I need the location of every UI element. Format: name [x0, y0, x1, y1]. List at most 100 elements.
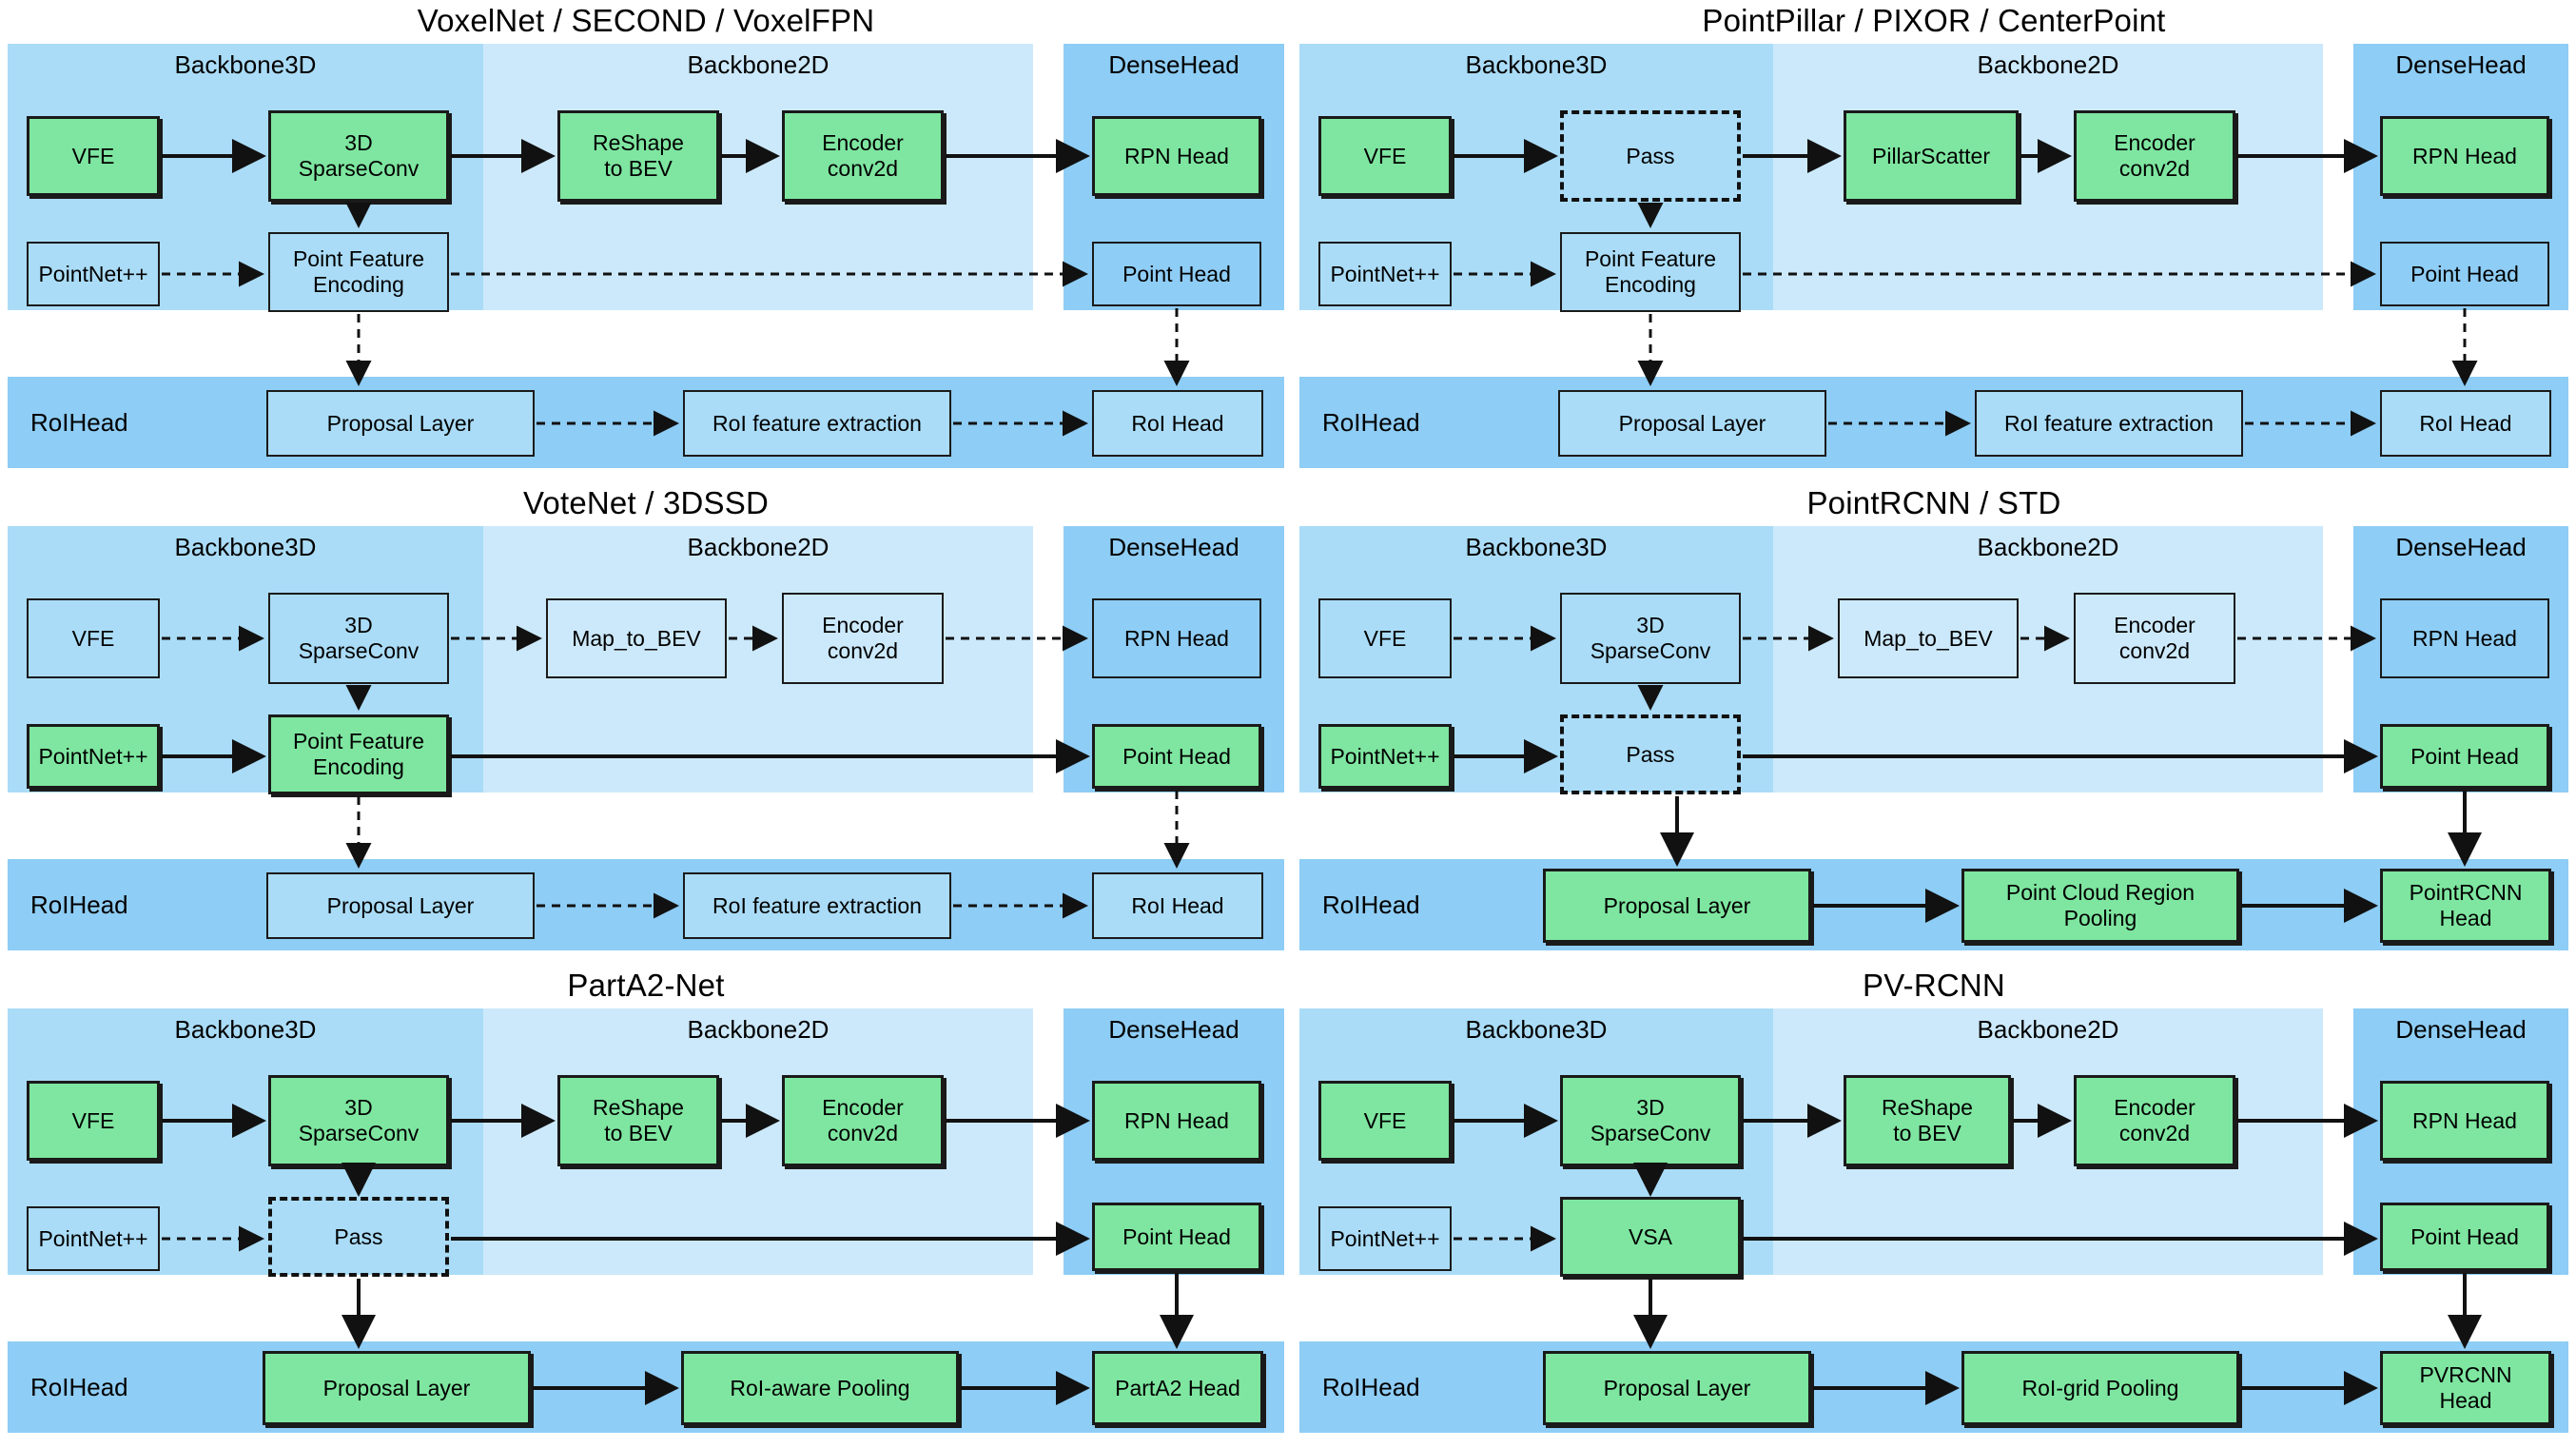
- panel-pointpillar: PointPillar / PIXOR / CenterPoint Backbo…: [1292, 0, 2576, 482]
- panel-title: PV-RCNN: [1863, 968, 2005, 1003]
- node-roi-head[interactable]: RoI Head: [1092, 872, 1263, 939]
- node-point-head[interactable]: Point Head: [1092, 724, 1261, 789]
- node-proposal-layer[interactable]: Proposal Layer: [1543, 1351, 1811, 1425]
- node-pointnetpp[interactable]: PointNet++: [27, 724, 160, 789]
- node-pointnetpp[interactable]: PointNet++: [27, 1206, 160, 1271]
- densehead-label: DenseHead: [2395, 1015, 2527, 1044]
- panel-pointrcnn: PointRCNN / STD Backbone3D Backbone2D De…: [1292, 482, 2576, 965]
- node-roi-head[interactable]: RoI Head: [2380, 390, 2551, 457]
- node-encoder-conv2d[interactable]: Encoder conv2d: [2074, 110, 2235, 202]
- node-vfe[interactable]: VFE: [27, 1081, 160, 1161]
- node-encoder-conv2d[interactable]: Encoder conv2d: [2074, 1075, 2235, 1166]
- node-proposal-layer[interactable]: Proposal Layer: [266, 872, 535, 939]
- node-vfe[interactable]: VFE: [1318, 116, 1452, 196]
- node-roi-feature-extraction[interactable]: RoI-grid Pooling: [1961, 1351, 2239, 1425]
- node-proposal-layer[interactable]: Proposal Layer: [1543, 869, 1811, 943]
- node-roi-head[interactable]: PVRCNN Head: [2380, 1351, 2551, 1425]
- node-rpn-head[interactable]: RPN Head: [1092, 1081, 1261, 1161]
- backbone2d-label: Backbone2D: [687, 50, 829, 79]
- node-proposal-layer[interactable]: Proposal Layer: [1558, 390, 1826, 457]
- connector-layer: [0, 965, 1292, 1448]
- node-encoder-conv2d[interactable]: Encoder conv2d: [782, 1075, 944, 1166]
- connector-layer: [1292, 482, 2576, 965]
- panel-votenet: VoteNet / 3DSSD Backbone3D Backbone2D De…: [0, 482, 1292, 965]
- backbone2d-label: Backbone2D: [1977, 533, 2119, 561]
- backbone2d-label: Backbone2D: [1977, 50, 2119, 79]
- node-rpn-head[interactable]: RPN Head: [2380, 1081, 2549, 1161]
- node-roi-feature-extraction[interactable]: RoI feature extraction: [683, 872, 951, 939]
- densehead-label: DenseHead: [1108, 1015, 1239, 1044]
- node-point-head[interactable]: Point Head: [1092, 1203, 1261, 1271]
- panel-title: PointPillar / PIXOR / CenterPoint: [1702, 3, 2166, 38]
- node-vfe[interactable]: VFE: [27, 116, 160, 196]
- node-point-feature-encoding[interactable]: Pass: [268, 1197, 449, 1277]
- node-map-to-bev[interactable]: ReShape to BEV: [1844, 1075, 2011, 1166]
- node-roi-feature-extraction[interactable]: RoI feature extraction: [683, 390, 951, 457]
- densehead-label: DenseHead: [2395, 50, 2527, 79]
- panel-voxelnet: VoxelNet / SECOND / VoxelFPN Backbone3D …: [0, 0, 1292, 482]
- node-pointnetpp[interactable]: PointNet++: [1318, 1206, 1452, 1271]
- roihead-label: RoIHead: [1322, 1373, 1420, 1401]
- node-encoder-conv2d[interactable]: Encoder conv2d: [782, 110, 944, 202]
- node-vfe[interactable]: VFE: [1318, 1081, 1452, 1161]
- backbone3d-label: Backbone3D: [174, 1015, 317, 1044]
- node-roi-feature-extraction[interactable]: Point Cloud Region Pooling: [1961, 869, 2239, 943]
- backbone2d-label: Backbone2D: [1977, 1015, 2119, 1044]
- node-rpn-head[interactable]: RPN Head: [1092, 598, 1261, 678]
- connector-layer: [1292, 965, 2576, 1448]
- node-encoder-conv2d[interactable]: Encoder conv2d: [2074, 593, 2235, 684]
- node-map-to-bev[interactable]: ReShape to BEV: [557, 110, 719, 202]
- connector-layer: [0, 482, 1292, 965]
- node-point-head[interactable]: Point Head: [2380, 724, 2549, 789]
- node-rpn-head[interactable]: RPN Head: [1092, 116, 1261, 196]
- node-point-feature-encoding[interactable]: Point Feature Encoding: [268, 232, 449, 312]
- node-vfe[interactable]: VFE: [27, 598, 160, 678]
- node-backbone3d-core[interactable]: 3D SparseConv: [268, 110, 449, 202]
- connector-layer: [0, 0, 1292, 482]
- node-roi-feature-extraction[interactable]: RoI-aware Pooling: [681, 1351, 959, 1425]
- backbone3d-label: Backbone3D: [174, 533, 317, 561]
- node-point-feature-encoding[interactable]: VSA: [1560, 1197, 1741, 1277]
- node-point-head[interactable]: Point Head: [1092, 242, 1261, 306]
- node-map-to-bev[interactable]: Map_to_BEV: [1838, 598, 2019, 678]
- roihead-label: RoIHead: [1322, 408, 1420, 437]
- node-point-feature-encoding[interactable]: Point Feature Encoding: [1560, 232, 1741, 312]
- connector-layer: [1292, 0, 2576, 482]
- node-rpn-head[interactable]: RPN Head: [2380, 116, 2549, 196]
- node-map-to-bev[interactable]: PillarScatter: [1844, 110, 2019, 202]
- node-roi-head[interactable]: PointRCNN Head: [2380, 869, 2551, 943]
- node-roi-feature-extraction[interactable]: RoI feature extraction: [1975, 390, 2243, 457]
- node-backbone3d-core[interactable]: 3D SparseConv: [1560, 593, 1741, 684]
- panel-pvrcnn: PV-RCNN Backbone3D Backbone2D DenseHead …: [1292, 965, 2576, 1448]
- node-point-feature-encoding[interactable]: Pass: [1560, 714, 1741, 794]
- densehead-label: DenseHead: [2395, 533, 2527, 561]
- node-backbone3d-core[interactable]: 3D SparseConv: [1560, 1075, 1741, 1166]
- node-point-head[interactable]: Point Head: [2380, 1203, 2549, 1271]
- panel-title: PartA2-Net: [567, 968, 725, 1003]
- panel-title: VoxelNet / SECOND / VoxelFPN: [417, 3, 875, 38]
- node-pointnetpp[interactable]: PointNet++: [1318, 242, 1452, 306]
- node-encoder-conv2d[interactable]: Encoder conv2d: [782, 593, 944, 684]
- backbone2d-label: Backbone2D: [687, 533, 829, 561]
- node-map-to-bev[interactable]: Map_to_BEV: [546, 598, 727, 678]
- node-roi-head[interactable]: RoI Head: [1092, 390, 1263, 457]
- backbone3d-label: Backbone3D: [174, 50, 317, 79]
- panel-title: PointRCNN / STD: [1806, 485, 2061, 520]
- node-point-feature-encoding[interactable]: Point Feature Encoding: [268, 714, 449, 794]
- roihead-label: RoIHead: [30, 1373, 128, 1401]
- densehead-label: DenseHead: [1108, 533, 1239, 561]
- node-proposal-layer[interactable]: Proposal Layer: [263, 1351, 531, 1425]
- node-proposal-layer[interactable]: Proposal Layer: [266, 390, 535, 457]
- node-pointnetpp[interactable]: PointNet++: [1318, 724, 1452, 789]
- node-roi-head[interactable]: PartA2 Head: [1092, 1351, 1263, 1425]
- node-backbone3d-core[interactable]: 3D SparseConv: [268, 593, 449, 684]
- roihead-label: RoIHead: [30, 408, 128, 437]
- node-vfe[interactable]: VFE: [1318, 598, 1452, 678]
- node-pointnetpp[interactable]: PointNet++: [27, 242, 160, 306]
- node-map-to-bev[interactable]: ReShape to BEV: [557, 1075, 719, 1166]
- node-backbone3d-core[interactable]: 3D SparseConv: [268, 1075, 449, 1166]
- node-rpn-head[interactable]: RPN Head: [2380, 598, 2549, 678]
- node-point-head[interactable]: Point Head: [2380, 242, 2549, 306]
- node-backbone3d-core[interactable]: Pass: [1560, 110, 1741, 202]
